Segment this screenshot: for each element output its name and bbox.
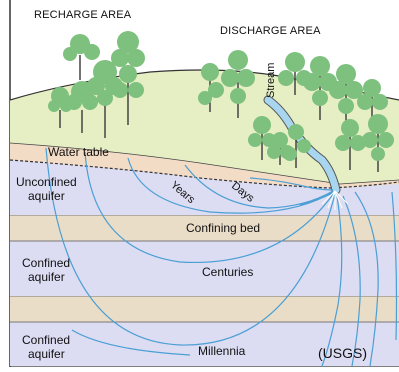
trees <box>48 31 394 172</box>
tree <box>329 64 363 125</box>
water-table-line <box>10 159 399 189</box>
tree <box>248 116 276 160</box>
water-table-label: Water table <box>48 145 109 159</box>
stream-label: Stream <box>265 63 277 98</box>
flow-line-millennia-2 <box>71 329 191 356</box>
confining-bed-lower <box>10 296 399 322</box>
recharge-area-label: RECHARGE AREA <box>34 9 132 21</box>
tree <box>303 56 337 120</box>
centuries-label: Centuries <box>202 265 253 279</box>
unconfined-aquifer-label-line1: Unconfined <box>16 175 77 189</box>
tree <box>362 114 394 172</box>
tree <box>221 50 255 118</box>
confining-bed-upper <box>10 215 399 241</box>
tree <box>63 34 100 80</box>
unsaturated-zone <box>10 143 399 188</box>
flow-line-days <box>249 177 334 191</box>
tree <box>357 79 388 130</box>
confined-aquifer-middle <box>10 241 399 296</box>
tree <box>87 60 123 138</box>
tree <box>335 119 366 170</box>
tree <box>48 87 72 128</box>
flow-line-centuries <box>84 151 335 264</box>
confined-aquifer-1-label-line1: Confined <box>22 256 70 270</box>
flow-line-right-2 <box>342 195 361 367</box>
flow-line-millennia <box>45 147 336 346</box>
flow-line-years <box>184 164 334 209</box>
flow-line-right-1 <box>354 191 379 367</box>
millennia-label: Millennia <box>198 344 246 358</box>
discharge-area-label: DISCHARGE AREA <box>220 25 321 37</box>
groundwater-flow-lines <box>45 147 398 367</box>
tree <box>198 63 224 112</box>
flow-line-right-3 <box>321 195 343 367</box>
tree <box>283 124 311 168</box>
confined-aquifer-2-label-line1: Confined <box>22 333 70 347</box>
confined-aquifer-1-label-line2: aquifer <box>28 270 65 284</box>
confining-bed-label: Confining bed <box>186 221 260 235</box>
unconfined-aquifer-label-line2: aquifer <box>28 189 65 203</box>
flow-line-short <box>299 192 334 206</box>
discharge-fan <box>321 190 349 210</box>
confined-aquifer-2-label-line2: aquifer <box>28 347 65 361</box>
tree <box>111 31 145 125</box>
source-label: (USGS) <box>318 345 367 361</box>
unconfined-aquifer <box>10 160 399 215</box>
flow-line-years-2 <box>127 157 334 214</box>
flow-line-right-4 <box>391 191 398 341</box>
